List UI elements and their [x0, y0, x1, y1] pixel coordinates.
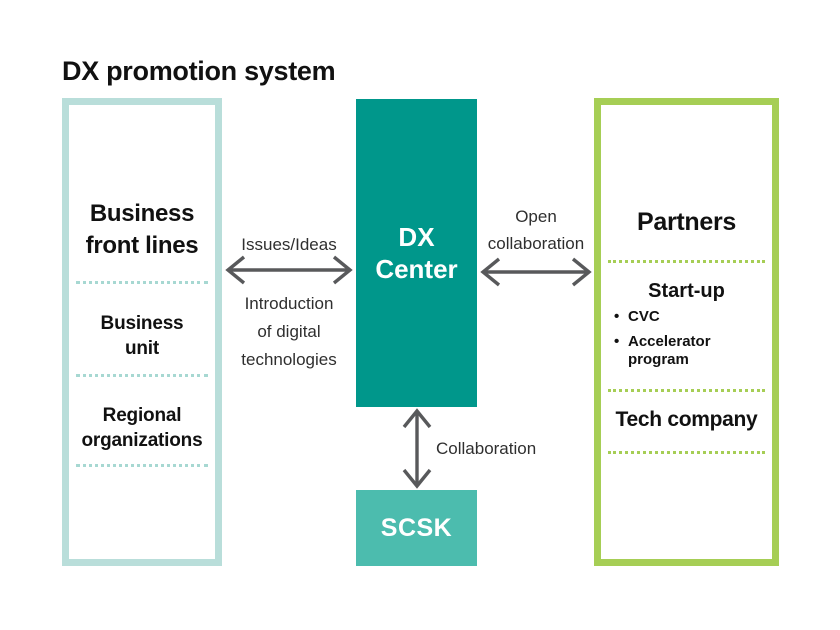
partners-title: Partners [636, 208, 737, 236]
double-arrow-dx-scsk [402, 408, 432, 489]
bullet-item: Accelerator program [614, 333, 766, 369]
startup-bullet-list: CVC Accelerator program [614, 308, 766, 376]
divider [76, 374, 208, 377]
dx-center-box: DX Center [356, 99, 477, 407]
partners-box: Partners Start-up CVC Accelerator progra… [594, 98, 779, 566]
dx-center-label: DX Center [375, 221, 458, 285]
tech-company-title: Tech company [615, 408, 758, 431]
business-front-lines-box: Business front lines Business unit Regio… [62, 98, 222, 566]
divider [608, 451, 765, 454]
introduction-label: Introduction of digital technologies [241, 294, 337, 369]
business-unit-label: Business unit [100, 313, 184, 359]
startup-title: Start-up [648, 280, 725, 302]
scsk-box: SCSK [356, 490, 477, 566]
page-title: DX promotion system [62, 56, 336, 86]
double-arrow-business-dx [225, 255, 353, 285]
divider [76, 464, 208, 467]
collaboration-label: Collaboration [436, 439, 537, 458]
divider [608, 260, 765, 263]
issues-ideas-label: Issues/Ideas [241, 235, 337, 254]
business-front-lines-title: Business front lines [85, 200, 199, 259]
open-collaboration-label: Open collaboration [487, 207, 585, 253]
bullet-item: CVC [614, 308, 766, 326]
scsk-label: SCSK [380, 513, 453, 542]
divider [76, 281, 208, 284]
divider [608, 389, 765, 392]
double-arrow-dx-partners [480, 257, 592, 287]
regional-organizations-label: Regional organizations [81, 405, 203, 451]
